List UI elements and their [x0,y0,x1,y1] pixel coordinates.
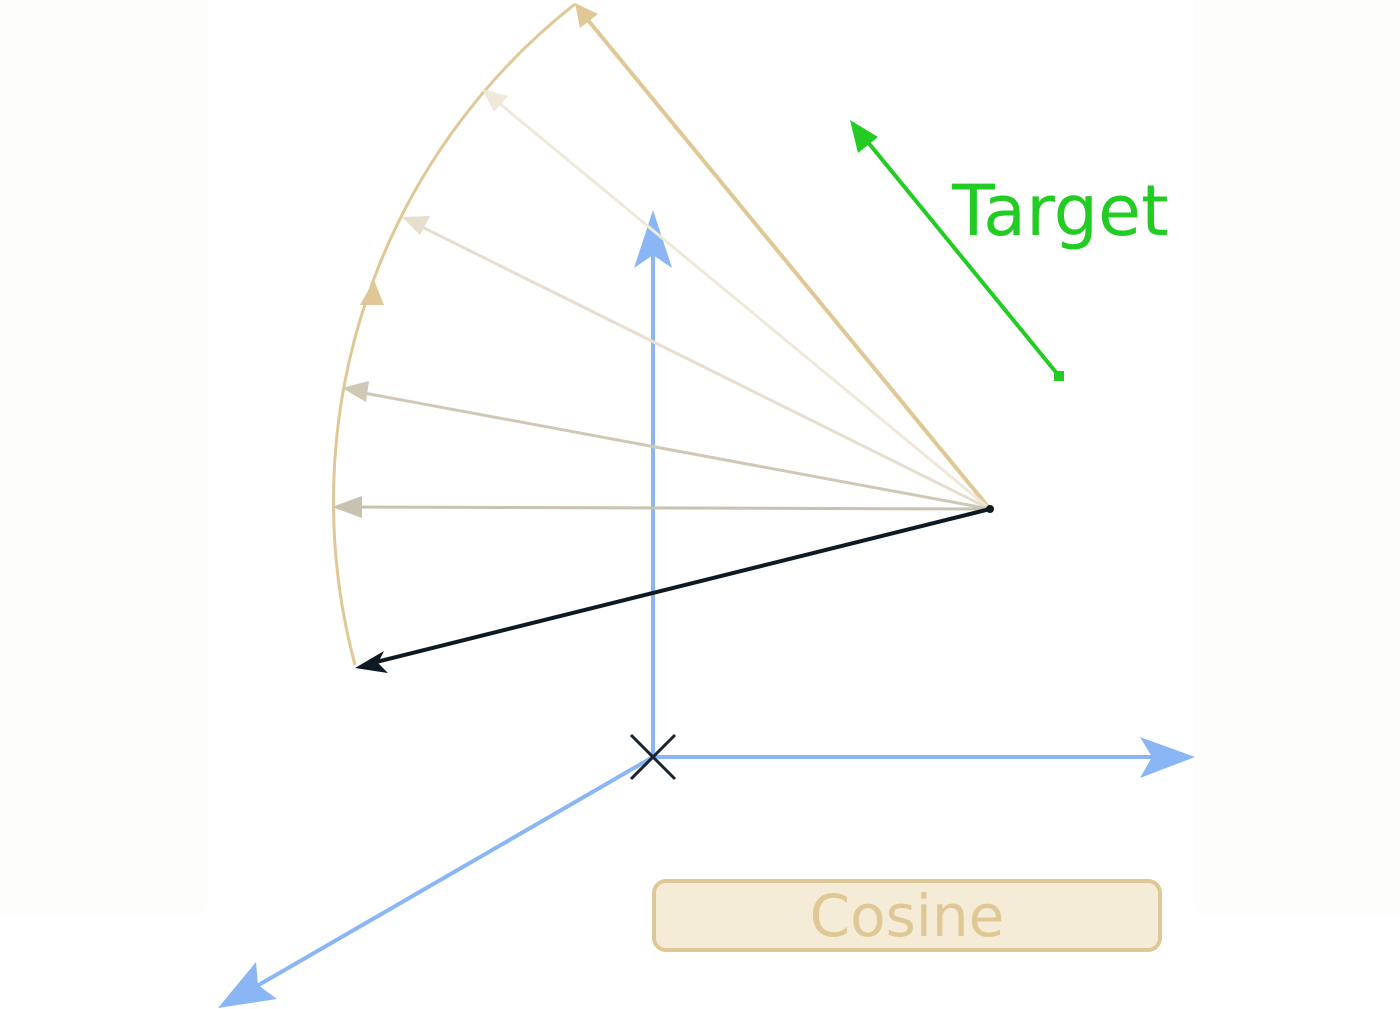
start-vector [576,6,992,511]
right-side-panel [1193,0,1400,918]
cosine-mode-button[interactable]: Cosine [652,879,1162,952]
arc-arrowhead-mid [360,280,384,305]
ghost-arrow-1 [487,92,991,511]
rotation-arc [331,2,992,666]
ghost-arrow-4 [337,505,991,511]
target-handle[interactable] [1054,371,1064,381]
current-vector-arrowhead [355,651,388,673]
target-vector-line [856,128,1061,378]
current-vector [355,505,994,673]
target-vector-arrowhead [850,120,878,153]
cosine-mode-label: Cosine [809,881,1005,950]
target-vector: Target [850,120,1169,381]
current-vector-line [367,507,991,666]
axes [218,210,1195,1008]
cross-icon [629,733,677,781]
arc-path [331,2,576,666]
x-axis-arrowhead [1140,737,1195,778]
target-label: Target [951,170,1169,252]
pivot-point[interactable] [986,505,994,513]
ghost-arrow-2 [407,218,991,511]
ghost-arrowhead-3 [342,381,369,402]
z-axis-line [248,755,655,992]
z-axis-arrowhead [218,962,277,1008]
ghost-arrows [332,89,991,518]
ghost-arrowhead-4 [332,496,362,518]
left-side-panel [0,0,208,918]
start-vector-arrowhead [575,3,598,28]
ghost-arrowhead-1 [482,89,508,112]
y-axis-arrowhead [634,210,672,268]
ghost-arrowhead-2 [402,216,430,235]
ghost-arrow-3 [347,388,991,511]
